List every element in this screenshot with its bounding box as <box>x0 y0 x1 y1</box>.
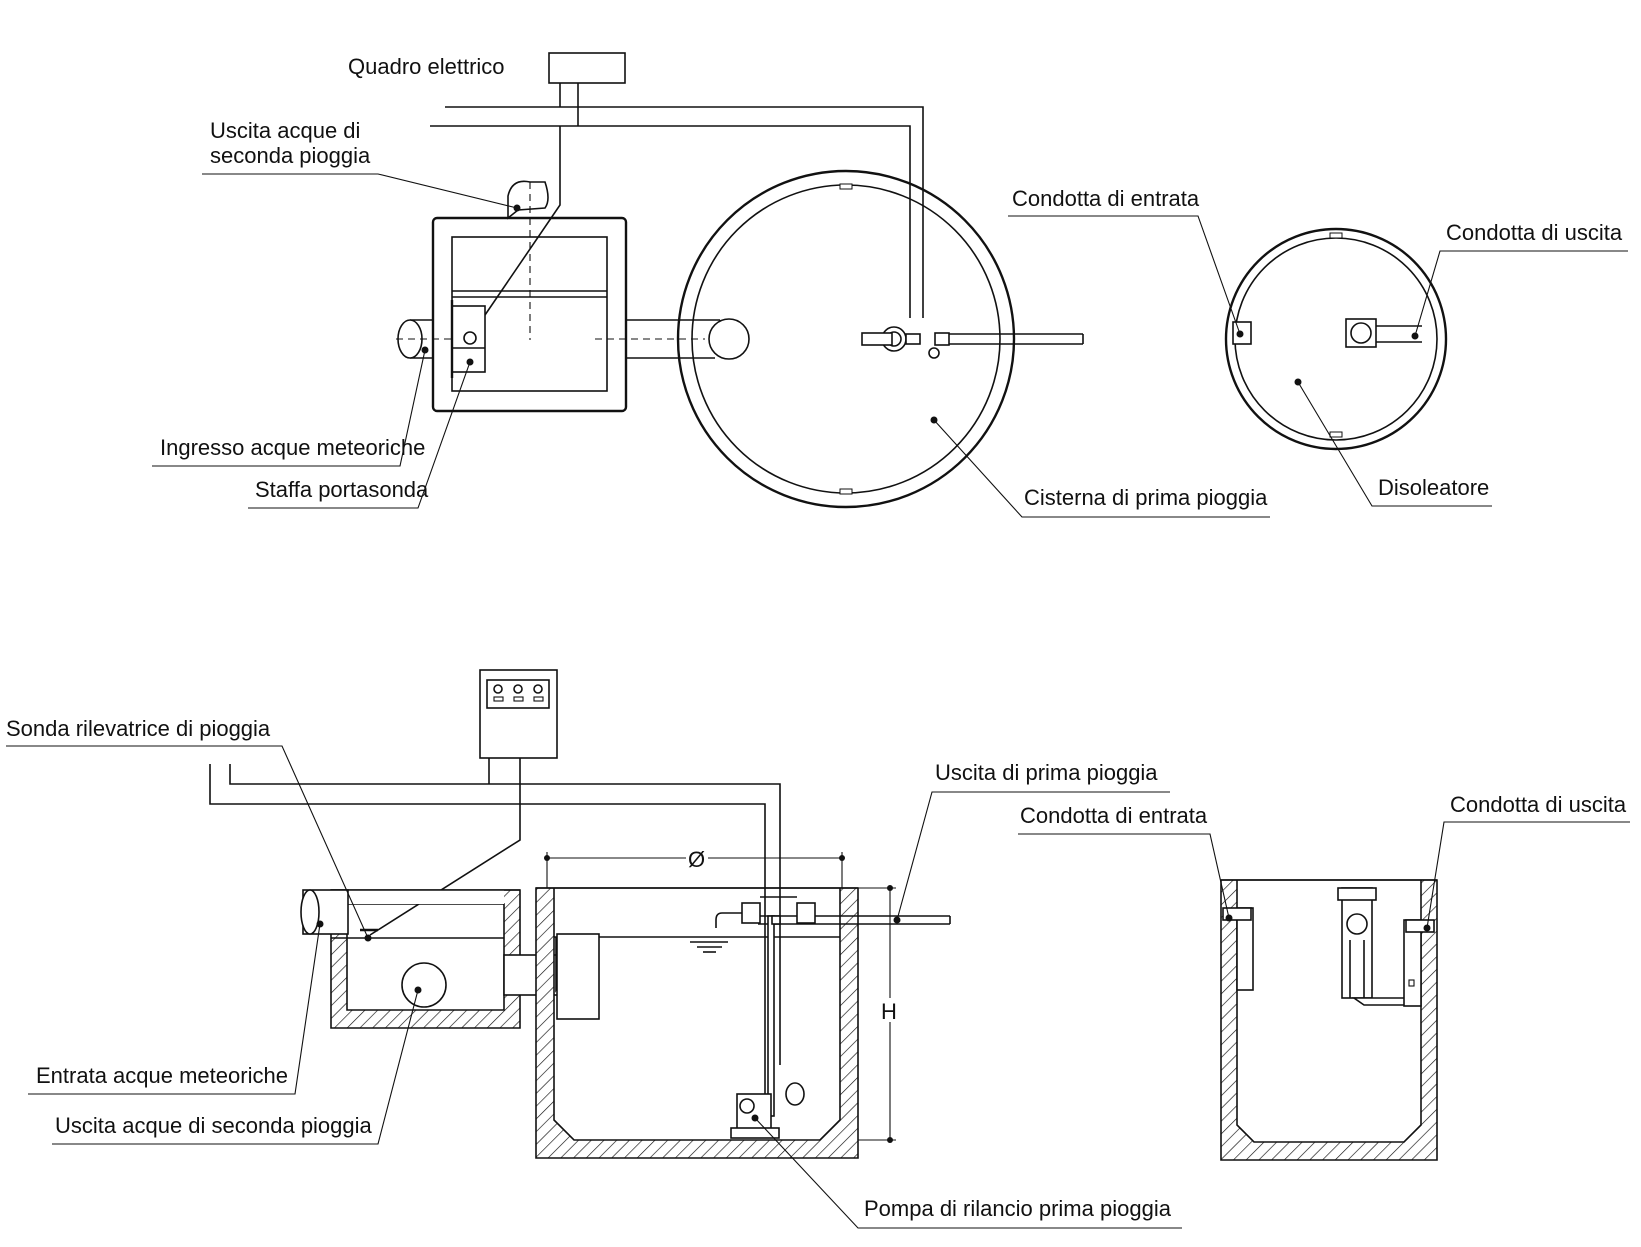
label-cisterna: Cisterna di prima pioggia <box>1024 485 1268 510</box>
electrical-panel-plan <box>548 52 626 84</box>
label-uscita-seconda-pioggia-section: Uscita acque di seconda pioggia <box>55 1113 373 1138</box>
label-uscita-seconda-pioggia-2: seconda pioggia <box>210 143 371 168</box>
cable-plan-1 <box>445 106 924 318</box>
dimension-height: H <box>881 999 897 1024</box>
label-quadro-elettrico: Quadro elettrico <box>348 54 505 79</box>
cable-plan-2 <box>430 125 911 318</box>
label-disoleatore: Disoleatore <box>1378 475 1489 500</box>
pump-section <box>730 1093 780 1139</box>
dimension-diameter: Ø <box>688 847 705 872</box>
label-ingresso-acque: Ingresso acque meteoriche <box>160 435 425 460</box>
label-condotta-entrata-section: Condotta di entrata <box>1020 803 1208 828</box>
plan-labels: Quadro elettrico Uscita acque di seconda… <box>152 54 1628 518</box>
label-sonda-rilevatrice: Sonda rilevatrice di pioggia <box>6 716 271 741</box>
cable-section-2 <box>209 764 766 1125</box>
label-staffa-portasonda: Staffa portasonda <box>255 477 429 502</box>
section-labels: Sonda rilevatrice di pioggia Uscita di p… <box>6 716 1630 1229</box>
coalescing-filter <box>1341 887 1373 999</box>
pump-valves-plan <box>861 326 1084 359</box>
label-pompa-rilancio: Pompa di rilancio prima pioggia <box>864 1196 1172 1221</box>
pump-discharge-section <box>715 896 951 1117</box>
oil-separator-plan <box>1224 227 1448 451</box>
label-uscita-seconda-pioggia-1: Uscita acque di <box>210 118 360 143</box>
label-uscita-prima-pioggia: Uscita di prima pioggia <box>935 760 1158 785</box>
second-rain-outlet-plan <box>507 180 549 220</box>
first-rain-cistern-section <box>535 887 859 1159</box>
float-switch <box>785 1082 805 1106</box>
label-condotta-entrata-plan: Condotta di entrata <box>1012 186 1200 211</box>
probe-cable-plan <box>469 126 561 338</box>
label-condotta-uscita-plan: Condotta di uscita <box>1446 220 1623 245</box>
label-entrata-acque: Entrata acque meteoriche <box>36 1063 288 1088</box>
section-view: Ø H <box>209 669 1438 1161</box>
inlet-pipe-plan <box>410 319 433 359</box>
first-rain-cistern-plan <box>676 169 1016 509</box>
plan-view <box>396 52 1448 509</box>
second-rain-outlet-section <box>401 962 447 1008</box>
label-condotta-uscita-section: Condotta di uscita <box>1450 792 1627 817</box>
